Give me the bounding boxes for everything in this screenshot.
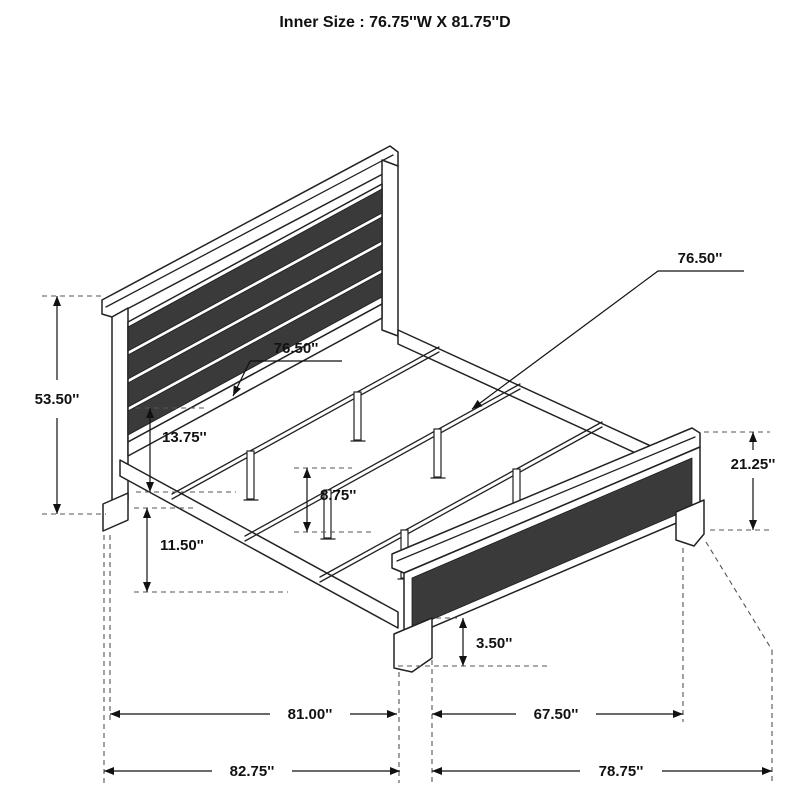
slat [171, 346, 440, 495]
footboard-cap-edge [396, 436, 696, 562]
dim-label-side-rail-length: 81.00'' [288, 706, 333, 723]
dim-inner-width-center: 76.50'' [232, 340, 342, 397]
front-side-rail [119, 459, 399, 629]
dim-foot-height: 3.50'' [459, 618, 512, 666]
dim-label-footboard-width: 67.50'' [534, 706, 579, 723]
slat [171, 351, 440, 500]
headboard-slat-band [127, 188, 383, 352]
dim-label-overall-width: 78.75'' [599, 763, 644, 780]
dim-inner-width-callout: 76.50'' [471, 250, 744, 410]
slat-leg [323, 489, 332, 539]
dim-side-rail-length: 81.00'' [110, 706, 397, 723]
extension-lines [42, 295, 773, 783]
footboard [391, 427, 705, 673]
dim-label-inner-width-center: 76.50'' [274, 340, 319, 357]
dim-leader [232, 360, 251, 397]
headboard-slat-band [127, 272, 383, 436]
headboard [101, 145, 399, 532]
dim-footboard-width: 67.50'' [432, 706, 683, 723]
dim-label-foot-height: 3.50'' [476, 635, 512, 652]
dim-slat-height: 8.75'' [303, 468, 356, 532]
slat [244, 388, 521, 542]
dim-headboard-height: 53.50'' [35, 296, 80, 514]
dim-label-overall-depth: 82.75'' [230, 763, 275, 780]
dim-label-rail-bottom-height: 11.50'' [160, 537, 204, 554]
dim-rail-bottom-height: 11.50'' [143, 508, 204, 592]
dim-footboard-height: 21.25'' [731, 432, 776, 530]
dim-label-headboard-height: 53.50'' [35, 391, 80, 408]
footboard-right-foot [675, 499, 705, 547]
slat-leg [246, 450, 255, 500]
headboard-bottom-rail [127, 303, 383, 457]
headboard-slat-band [127, 244, 383, 408]
dim-label-inner-width-callout: 76.50'' [678, 250, 723, 267]
headboard-slat-band [127, 216, 383, 380]
slat [244, 383, 521, 537]
footboard-left-foot [393, 617, 433, 673]
headboard-right-post [381, 159, 399, 337]
dim-rail-top-height: 13.75'' [146, 408, 207, 492]
diagram-title: Inner Size : 76.75''W X 81.75''D [279, 14, 510, 31]
headboard-cap-edge [105, 154, 394, 308]
dim-label-rail-top-height: 13.75'' [162, 429, 207, 446]
slat [319, 426, 603, 583]
dim-overall-width: 78.75'' [432, 763, 772, 780]
dim-label-footboard-height: 21.25'' [731, 456, 776, 473]
dim-label-slat-height: 8.75'' [320, 487, 356, 504]
extension-line [705, 541, 773, 651]
headboard-left-foot [102, 492, 129, 532]
slat [319, 421, 603, 578]
slat-leg [433, 428, 442, 478]
dim-overall-depth: 82.75'' [104, 763, 400, 780]
slat-leg [353, 391, 362, 441]
dim-leader [471, 270, 659, 410]
